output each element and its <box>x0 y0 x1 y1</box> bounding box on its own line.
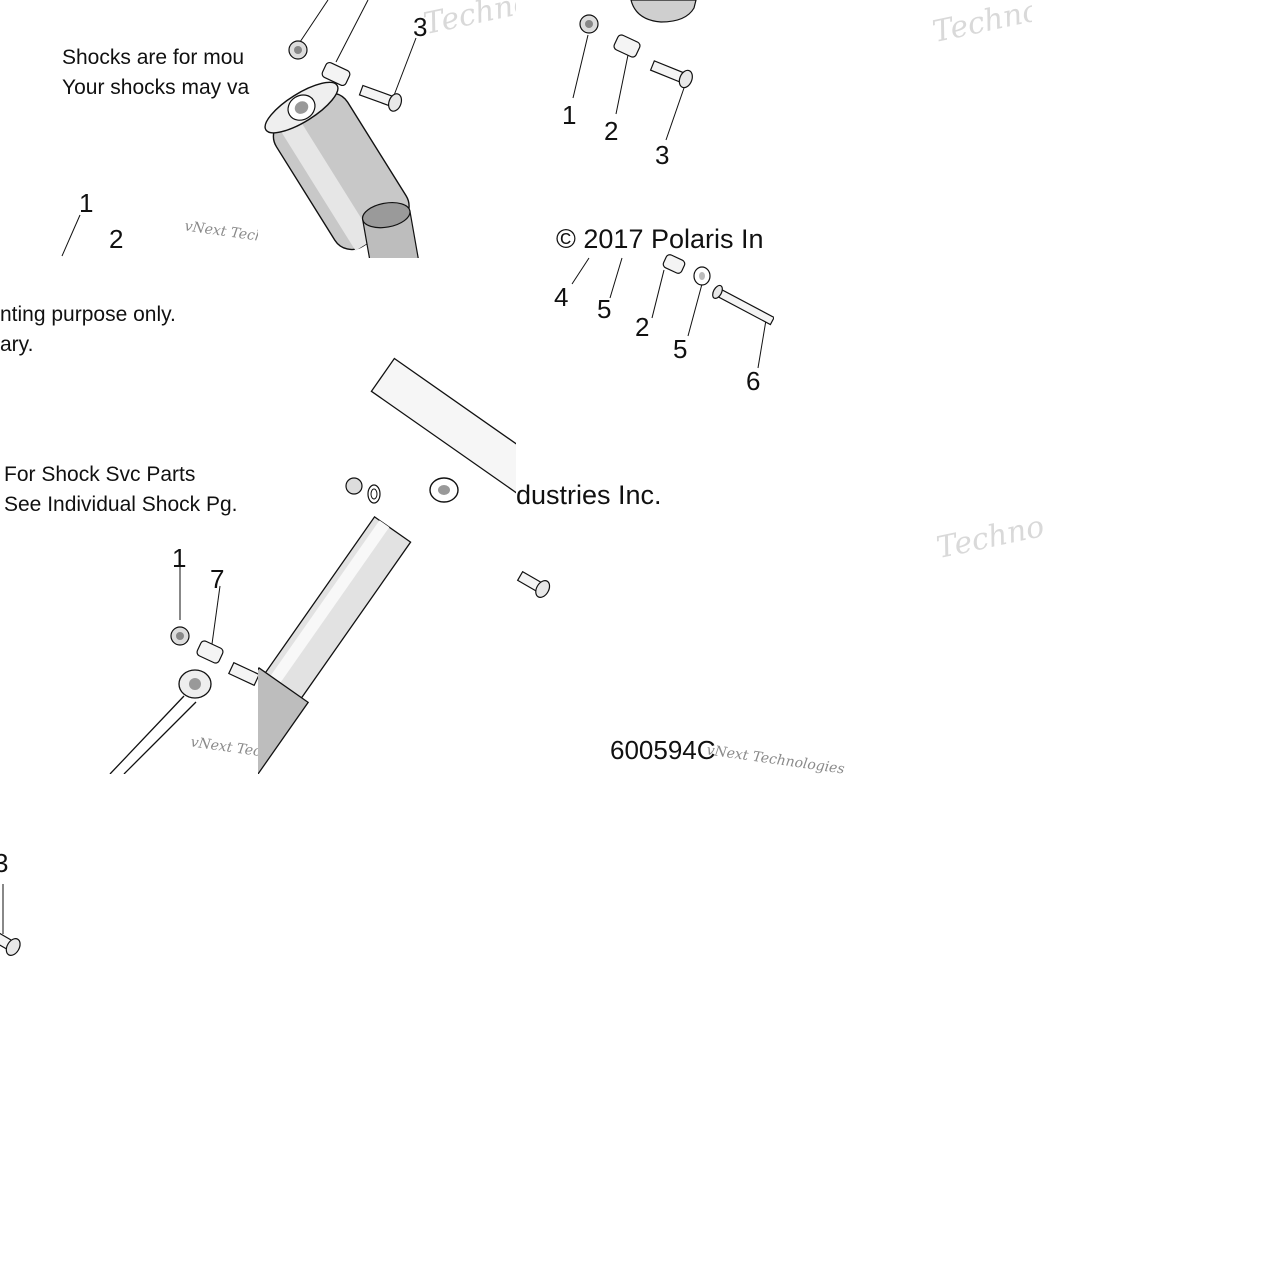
note-line-1: Shocks are for mou <box>62 46 245 69</box>
mount-hardware-drawing <box>572 0 697 141</box>
callout-5-b: 5 <box>673 334 688 364</box>
callout-3-bottom: 3 <box>0 848 9 878</box>
shock-middle-drawing <box>345 357 516 516</box>
copyright-text: © 2017 Polaris In <box>556 224 764 254</box>
callout-6: 6 <box>746 366 761 396</box>
bottom-bolt-drawing <box>0 884 21 956</box>
callout-2-lower: 2 <box>635 312 650 342</box>
callout-2: 2 <box>109 224 124 254</box>
callout-3-mid: 3 <box>655 140 670 170</box>
callout-3-top: 3 <box>413 12 428 42</box>
note-line-3: nting purpose only. <box>0 303 176 326</box>
shock-upper-drawing <box>264 0 422 258</box>
tile-bolt-center <box>516 516 556 636</box>
shock-lower-left-drawing <box>109 564 258 774</box>
lower-hardware-drawing <box>571 254 774 369</box>
bolt-center-drawing <box>516 570 551 598</box>
tile-bottom-bolt: 3 <box>0 774 40 1032</box>
callout-1-top: 1 <box>562 100 577 130</box>
tile-shock-lower-left: 1 7 vNext Technologies <box>0 516 258 774</box>
note-line-5: For Shock Svc Parts <box>4 463 196 486</box>
leader-lines-a <box>61 214 81 257</box>
callout-4: 4 <box>554 282 569 312</box>
callout-1: 1 <box>79 188 94 218</box>
note-line-4: ary. <box>0 333 34 356</box>
copyright-text-continued: dustries Inc. <box>516 480 662 510</box>
tile-lower-hardware: © 2017 Polaris In 4 5 2 5 6 dustries Inc… <box>516 180 774 516</box>
watermark-brand-3: Techno <box>933 509 1048 566</box>
callout-1-bottom: 1 <box>172 543 187 573</box>
shock-lower-middle-drawing <box>258 516 412 774</box>
callout-5-a: 5 <box>597 294 612 324</box>
tile-shock-upper: 3 Techno <box>258 0 516 258</box>
tile-shock-middle <box>258 258 516 516</box>
tile-watermark-top-right: Techno <box>774 0 1032 258</box>
tile-shock-notes: Shocks are for mou Your shocks may va 1 … <box>0 0 258 258</box>
watermark-vnext-3: vNext Technologies <box>705 742 846 778</box>
callout-7: 7 <box>210 564 225 594</box>
callout-2-top: 2 <box>604 116 619 146</box>
watermark-brand-2: Techno <box>929 0 1032 50</box>
figure-code: 600594C <box>610 735 716 765</box>
note-line-6: See Individual Shock Pg. <box>4 493 238 516</box>
tile-shock-lower-middle <box>258 516 516 774</box>
tile-notes-continued: nting purpose only. ary. For Shock Svc P… <box>0 258 258 516</box>
note-line-2: Your shocks may va <box>62 76 250 99</box>
